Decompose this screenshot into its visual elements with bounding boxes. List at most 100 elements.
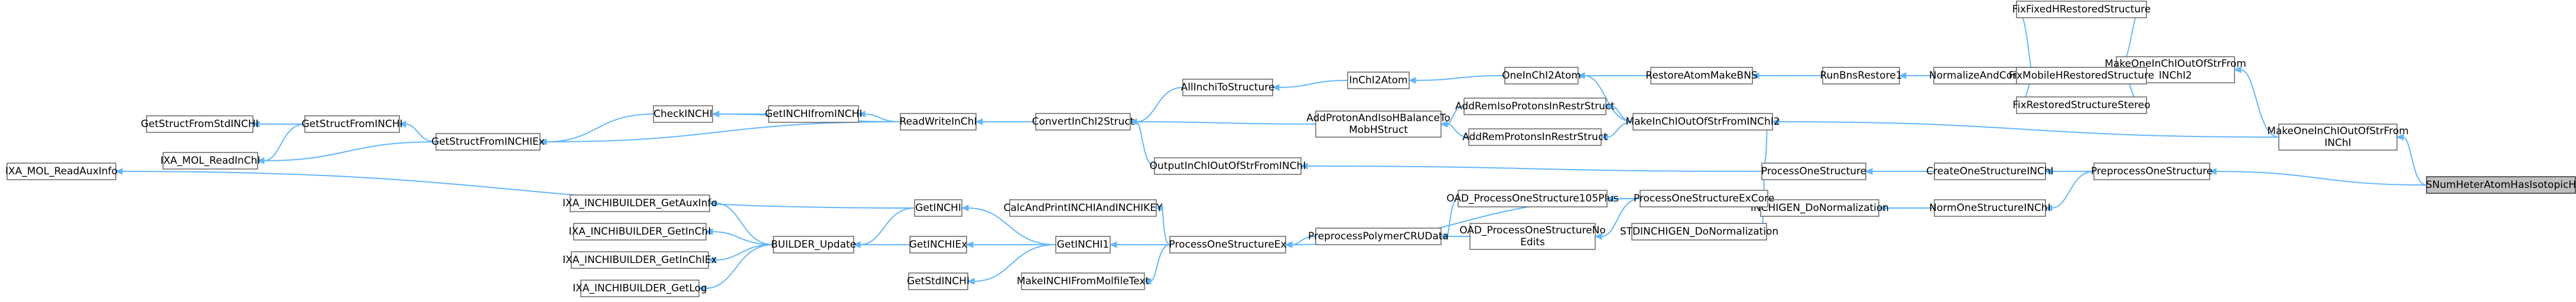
node-normonestructureinchi[interactable]: NormOneStructureINChI bbox=[1929, 199, 2051, 217]
node-readwriteinchi[interactable]: ReadWriteInChI bbox=[899, 113, 977, 131]
node-label: MakeOneInChIOutOfStrFrom bbox=[2105, 58, 2246, 70]
node-getinchi1[interactable]: GetINCHI1 bbox=[1055, 236, 1111, 254]
node-numheteratom[interactable]: SNumHeterAtomHasIsotopicH bbox=[2426, 176, 2576, 194]
node-inchigen-donormalization[interactable]: INCHIGEN_DoNormalization bbox=[1751, 199, 1889, 217]
node-box bbox=[773, 236, 854, 254]
node-getstructfrominchiex[interactable]: GetStructFromINCHIEx bbox=[431, 133, 545, 151]
node-label: IXA_INCHIBUILDER_GetInChI bbox=[569, 226, 711, 238]
node-ixa-inchibuilder-getlog[interactable]: IXA_INCHIBUILDER_GetLog bbox=[573, 280, 707, 297]
call-edge bbox=[1446, 124, 1469, 138]
node-createonestructureinchi[interactable]: CreateOneStructureINChI bbox=[1926, 163, 2054, 180]
call-edge bbox=[263, 141, 437, 161]
node-restoreatommakebns[interactable]: RestoreAtomMakeBNS bbox=[1645, 67, 1758, 85]
node-label: AllInchiToStructure bbox=[1181, 82, 1275, 93]
node-label: FixFixedHRestoredStructure bbox=[2012, 4, 2151, 15]
node-ixa-mol-readauxinfo[interactable]: IXA_MOL_ReadAuxInfo bbox=[5, 163, 118, 180]
node-ixa-mol-readinchi[interactable]: IXA_MOL_ReadInChI bbox=[161, 152, 261, 170]
node-fixfixedhrestoredstructure[interactable]: FixFixedHRestoredStructure bbox=[2012, 1, 2151, 18]
node-calcandprintinchiandinchikey[interactable]: CalcAndPrintINCHIAndINCHIKEY bbox=[1004, 199, 1163, 217]
call-edge bbox=[263, 124, 305, 161]
node-outputinchioutofstrfrominchi[interactable]: OutputInChIOutOfStrFromINChI bbox=[1150, 157, 1306, 175]
node-getstructfrominchi[interactable]: GetStructFromINCHI bbox=[301, 115, 403, 133]
edge-arrowhead bbox=[2396, 134, 2404, 141]
node-label: FixMobileHRestoredStructure bbox=[2009, 70, 2154, 82]
node-getstructfromstdinchi[interactable]: GetStructFromStdINCHI bbox=[141, 115, 259, 133]
node-convertinchi2struct[interactable]: ConvertInChI2Struct bbox=[1032, 113, 1134, 131]
node-box bbox=[1035, 113, 1131, 131]
node-label: INChI bbox=[2324, 137, 2351, 149]
node-box bbox=[580, 280, 700, 297]
node-runbnsrestore1[interactable]: RunBnsRestore1 bbox=[1820, 67, 1902, 85]
node-oad-processonestructure105plus[interactable]: OAD_ProcessOneStructure105Plus bbox=[1446, 190, 1619, 207]
node-label: AddRemProtonsInRestrStruct bbox=[1462, 131, 1608, 143]
node-label: GetINCHI bbox=[915, 202, 961, 214]
node-label: ReadWriteInChI bbox=[899, 116, 977, 128]
node-ixa-inchibuilder-getauxinfo[interactable]: IXA_INCHIBUILDER_GetAuxInfo bbox=[562, 194, 717, 212]
node-allinchitostructure[interactable]: AllInchiToStructure bbox=[1181, 79, 1275, 96]
edge-arrowhead bbox=[961, 204, 969, 212]
node-box bbox=[1169, 236, 1286, 254]
node-label: IXA_INCHIBUILDER_GetAuxInfo bbox=[562, 197, 717, 209]
node-getstdinchi[interactable]: GetStdINCHI bbox=[907, 272, 970, 290]
node-preprocessonestructure[interactable]: PreprocessOneStructure bbox=[2091, 163, 2213, 180]
node-addremprotonsinrestrstruct[interactable]: AddRemProtonsInRestrStruct bbox=[1462, 128, 1608, 146]
edge-arrowhead bbox=[2209, 168, 2217, 175]
node-getinchiex[interactable]: GetINCHIEx bbox=[909, 236, 968, 254]
node-addremisoprotonsinrestrstruct[interactable]: AddRemIsoProtonsInRestrStruct bbox=[1455, 98, 1615, 115]
node-label: AddProtonAndIsoHBalanceTo bbox=[1306, 112, 1450, 124]
node-box bbox=[6, 163, 116, 180]
node-label: ProcessOneStructureEx bbox=[1169, 239, 1287, 251]
node-label: GetStructFromStdINCHI bbox=[141, 118, 258, 130]
node-box bbox=[1631, 223, 1767, 241]
call-edge bbox=[2402, 137, 2427, 186]
node-box bbox=[2093, 163, 2210, 180]
node-ixa-inchibuilder-getinchi[interactable]: IXA_INCHIBUILDER_GetInChI bbox=[569, 223, 711, 241]
node-box bbox=[1458, 190, 1608, 207]
node-checkinchi[interactable]: CheckINCHI bbox=[653, 105, 713, 123]
node-stdinchigen-donormalization[interactable]: STDINCHIGEN_DoNormalization bbox=[1620, 223, 1778, 241]
edge-arrowhead bbox=[1600, 134, 1608, 141]
node-preprocesspolymercrudata[interactable]: PreprocessPolymerCRUData bbox=[1308, 228, 1449, 245]
node-makeinchifrommolfiletext[interactable]: MakeINCHIFromMolfileText bbox=[1017, 272, 1150, 290]
node-label: RestoreAtomMakeBNS bbox=[1645, 70, 1757, 82]
node-processonestructureexcore[interactable]: ProcessOneStructureExCore bbox=[1634, 190, 1774, 207]
call-edge bbox=[711, 231, 774, 245]
edge-arrowhead bbox=[1594, 233, 1602, 240]
node-box bbox=[2426, 176, 2576, 194]
edge-arrowhead bbox=[256, 157, 265, 164]
node-label: RunBnsRestore1 bbox=[1820, 70, 1902, 82]
node-label: GetStdINCHI bbox=[907, 275, 970, 287]
node-box bbox=[2016, 67, 2147, 85]
node-box bbox=[2278, 124, 2398, 151]
edge-arrowhead bbox=[1155, 204, 1163, 212]
node-makeinchioutofstrfrominchi2[interactable]: MakeInChIOutOfStrFromINChI2 bbox=[1625, 113, 1780, 131]
node-box bbox=[1463, 98, 1606, 115]
node-oneinchi2atom[interactable]: OneInChI2Atom bbox=[1502, 67, 1581, 85]
call-edge bbox=[1601, 198, 1641, 237]
node-builder-update[interactable]: BUILDER_Update bbox=[771, 236, 856, 254]
node-getinchi[interactable]: GetINCHI bbox=[914, 199, 962, 217]
edge-arrowhead bbox=[539, 138, 547, 145]
node-processonestructure[interactable]: ProcessOneStructure bbox=[1761, 163, 1866, 180]
call-edge bbox=[859, 207, 915, 245]
node-box bbox=[900, 113, 977, 131]
node-inchi2atom[interactable]: InChI2Atom bbox=[1347, 72, 1410, 89]
node-getinchifrominchi[interactable]: GetINCHIfromINCHI bbox=[765, 105, 863, 123]
node-box bbox=[1154, 157, 1302, 175]
node-label: AddRemIsoProtonsInRestrStruct bbox=[1455, 100, 1615, 112]
node-box bbox=[435, 133, 541, 151]
edge-arrowhead bbox=[1577, 72, 1585, 79]
node-box bbox=[909, 236, 967, 254]
node-ixa-inchibuilder-getinchiex[interactable]: IXA_INCHIBUILDER_GetInChIEx bbox=[562, 251, 717, 269]
node-box bbox=[1182, 79, 1273, 96]
edge-arrowhead bbox=[1898, 72, 1907, 79]
node-processonestructureex[interactable]: ProcessOneStructureEx bbox=[1169, 236, 1287, 254]
edge-arrowhead bbox=[2044, 168, 2053, 175]
node-fixmobilehrestoredstructure[interactable]: FixMobileHRestoredStructure bbox=[2009, 67, 2154, 85]
node-label: IXA_MOL_ReadAuxInfo bbox=[5, 165, 118, 177]
node-fixrestoredstructurestereo[interactable]: FixRestoredStructureStereo bbox=[2012, 96, 2151, 114]
